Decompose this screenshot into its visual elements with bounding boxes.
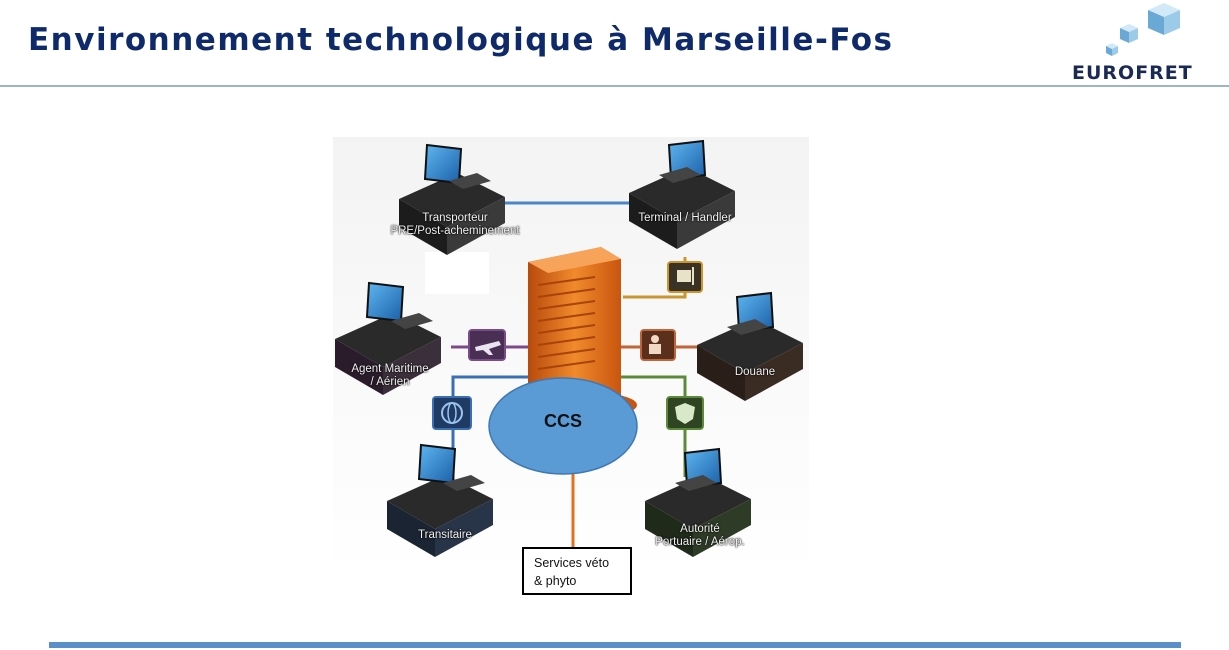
workstation-douane-icon bbox=[697, 291, 803, 401]
ccs-hub-label: CCS bbox=[543, 411, 582, 431]
node-label-douane: Douane bbox=[734, 366, 776, 378]
page-title: Environnement technologique à Marseille-… bbox=[28, 22, 894, 58]
forklift-icon bbox=[667, 261, 703, 293]
workstation-transporteur-icon bbox=[399, 143, 505, 255]
inspector-icon bbox=[640, 329, 676, 361]
globe-icon bbox=[432, 396, 472, 430]
node-label-transporteur: Transporteur PRE/Post-acheminement bbox=[390, 212, 520, 237]
network-diagram bbox=[333, 137, 809, 579]
services-box-line: Services véto bbox=[534, 556, 610, 570]
workstation-terminal-icon bbox=[629, 139, 735, 249]
logo-text: EUROFRET bbox=[1072, 62, 1193, 84]
services-veto-phyto-box: Services véto & phyto bbox=[522, 547, 632, 595]
node-label-agent: Agent Maritime / Aérien bbox=[351, 363, 429, 388]
workstation-transitaire-icon bbox=[387, 443, 493, 557]
header-divider bbox=[0, 85, 1229, 87]
workstation-agent-icon bbox=[335, 281, 441, 395]
workstation-autorite-icon bbox=[645, 447, 751, 557]
node-label-autorite: Autorité Portuaire / Aérop. bbox=[655, 523, 745, 548]
services-box-line: & phyto bbox=[534, 574, 577, 588]
ccs-hub bbox=[488, 377, 638, 475]
node-label-transitaire: Transitaire bbox=[418, 529, 472, 541]
airplane-icon bbox=[468, 329, 506, 361]
node-label-terminal: Terminal / Handler bbox=[638, 212, 732, 224]
footer-bar bbox=[49, 642, 1181, 648]
shield-icon bbox=[666, 396, 704, 430]
eurofret-logo-cubes-icon bbox=[1106, 3, 1180, 56]
